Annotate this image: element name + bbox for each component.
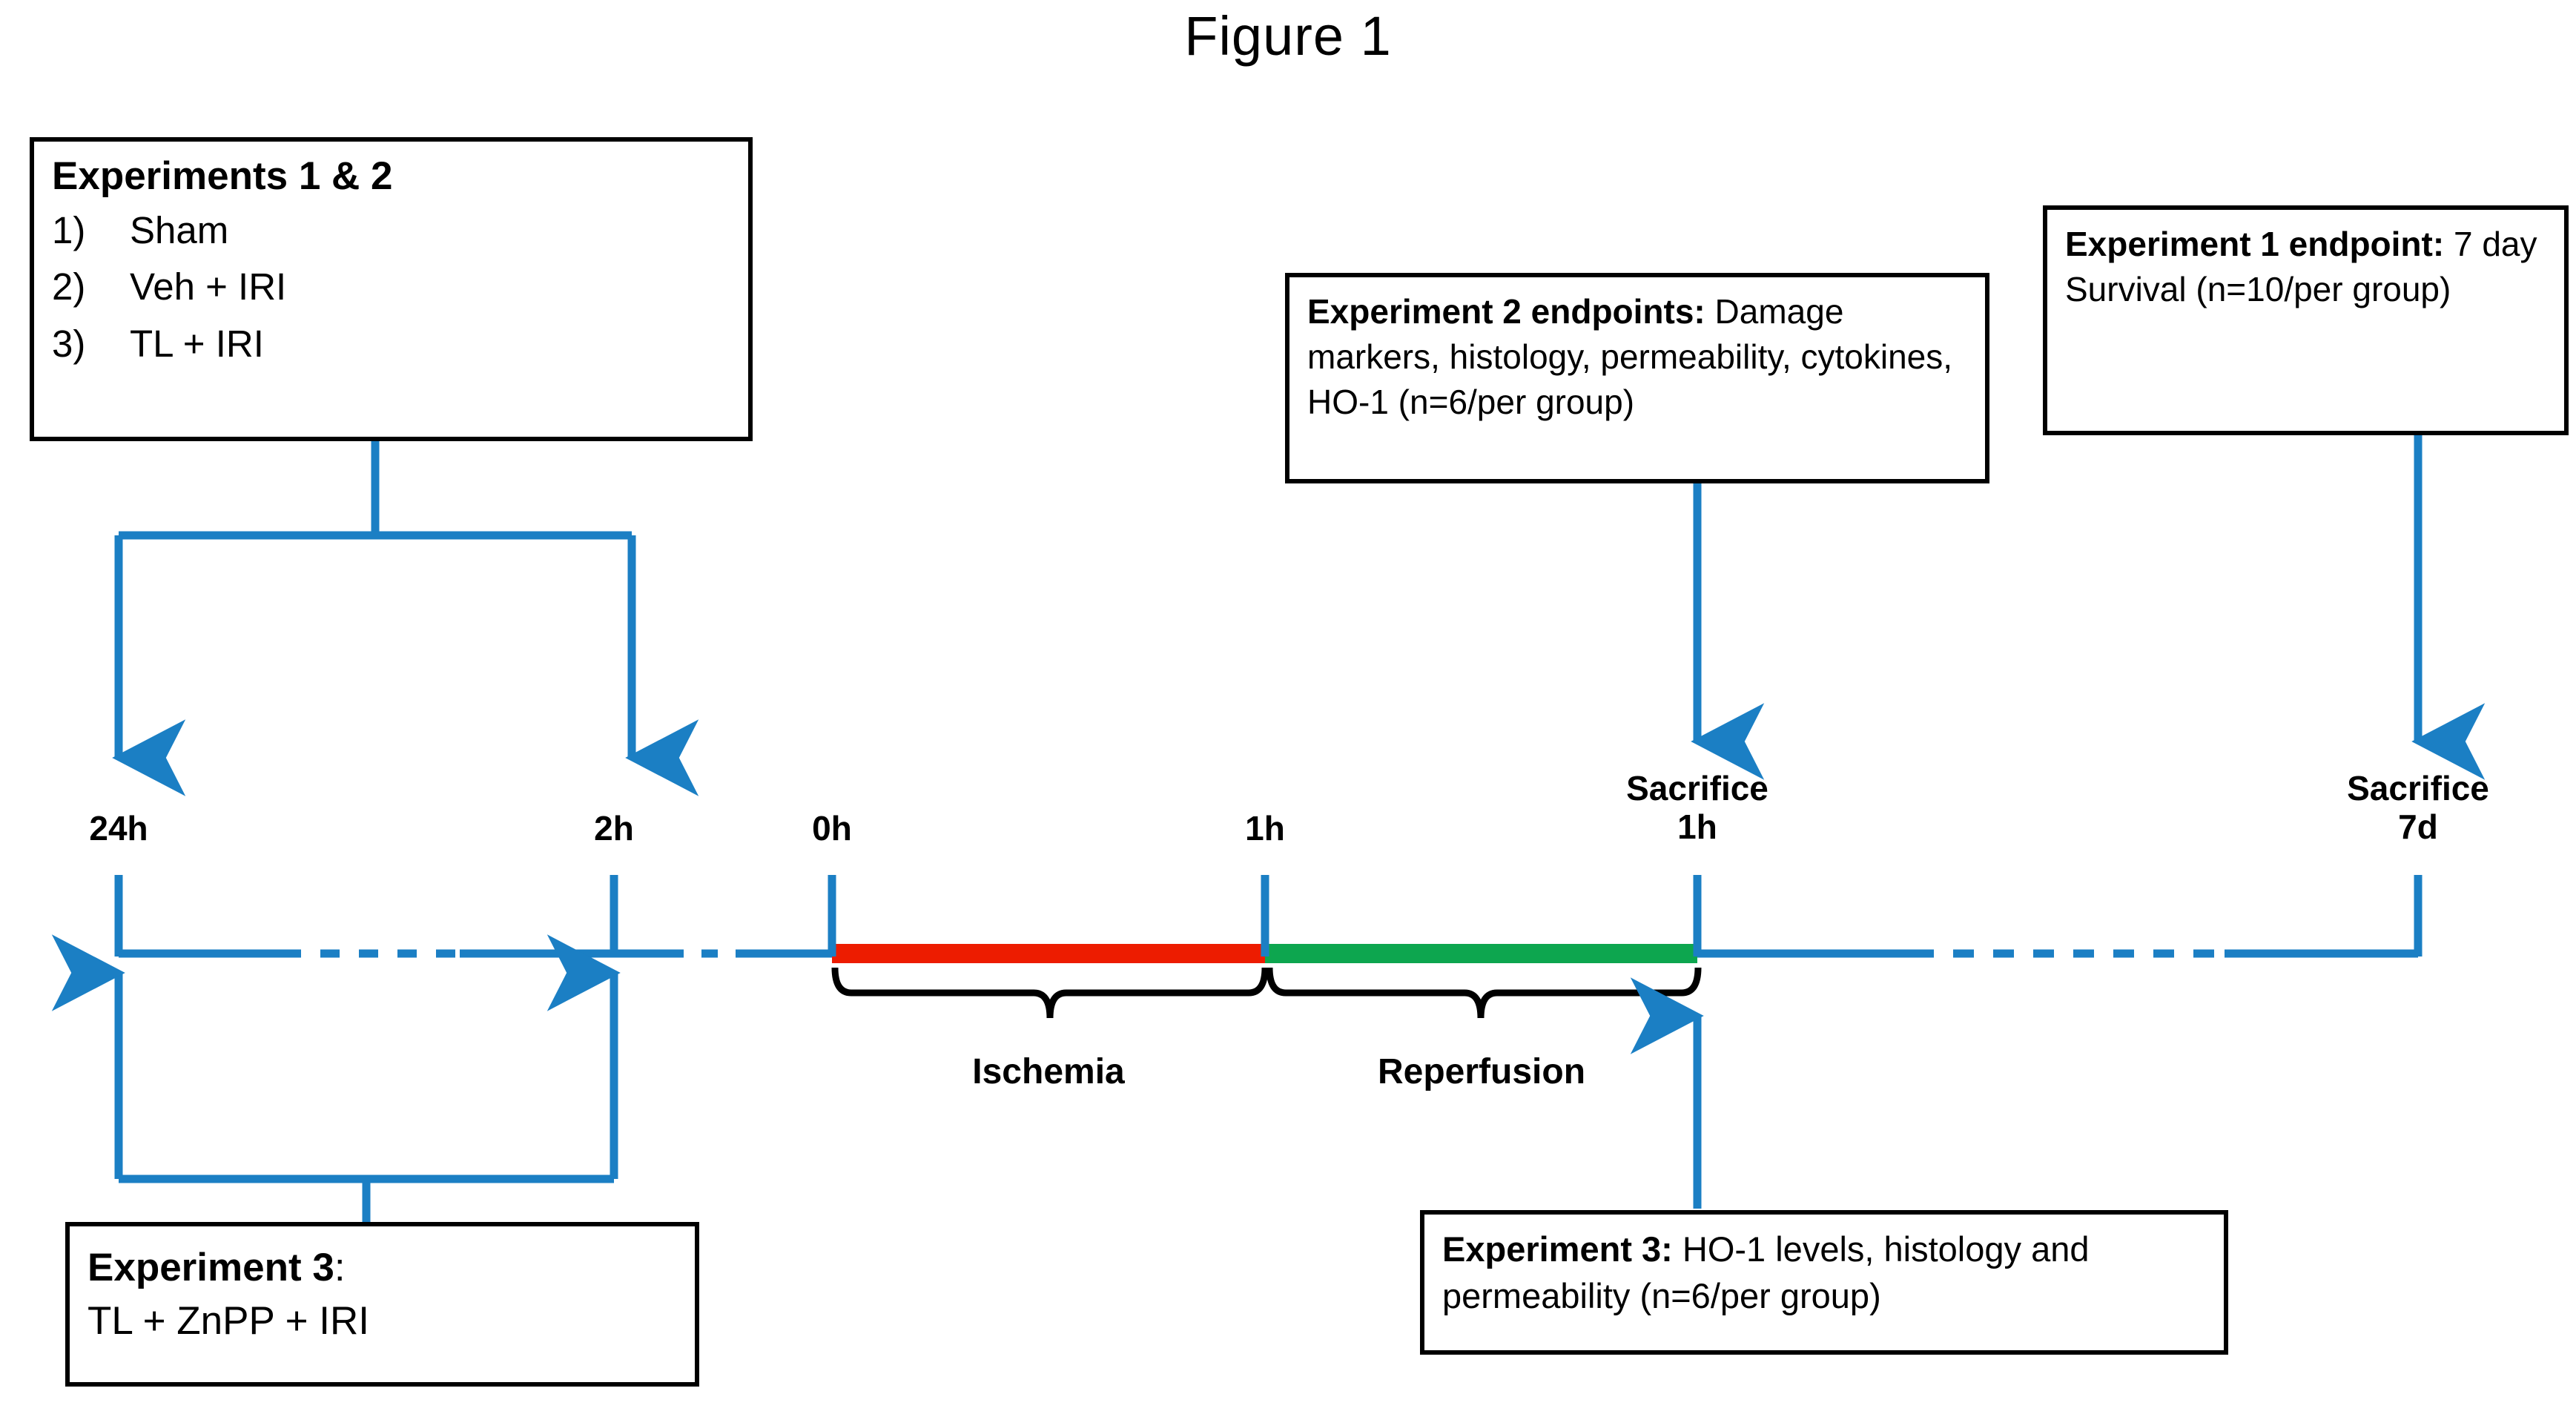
figure-title: Figure 1 bbox=[1184, 5, 1392, 67]
experiment-2-endpoints-box: Experiment 2 endpoints: Damage markers, … bbox=[1285, 273, 1989, 483]
experiment-1-endpoint-body: 7 day Survival (n=10/per group) bbox=[2065, 225, 2547, 309]
phase-label-reperfusion: Reperfusion bbox=[1377, 1052, 1586, 1091]
brace-reperfusion bbox=[1266, 967, 1702, 1019]
list-item-number: 3) bbox=[52, 322, 86, 365]
connector-exp3-left-to-timeline bbox=[51, 934, 621, 1223]
list-item-label: TL + IRI bbox=[130, 322, 264, 365]
list-item-label: Veh + IRI bbox=[130, 265, 287, 308]
experiment-3-mid-text: Experiment 3: HO-1 levels, histology and… bbox=[1442, 1226, 2207, 1319]
connector-exp12-to-timeline bbox=[112, 441, 699, 796]
experiment-3-left-body: : TL + ZnPP + IRI bbox=[87, 1246, 370, 1344]
phase-label-ischemia: Ischemia bbox=[972, 1052, 1125, 1091]
experiment-3-mid-lead: Experiment 3: bbox=[1442, 1229, 1673, 1269]
experiment-2-endpoints-text: Experiment 2 endpoints: Damage markers, … bbox=[1307, 289, 1969, 426]
experiment-3-left-lead: Experiment 3 bbox=[87, 1246, 334, 1289]
experiment-1-endpoint-lead: Experiment 1 endpoint: bbox=[2065, 225, 2445, 263]
experiments-1-2-box: Experiments 1 & 2 1) Sham 2) Veh + IRI 3… bbox=[30, 137, 753, 441]
list-item: 3) TL + IRI bbox=[52, 320, 732, 369]
timeline-tick-label-sacrifice-1h: Sacrifice 1h bbox=[1626, 769, 1768, 846]
list-item-number: 2) bbox=[52, 265, 86, 308]
timeline-axis bbox=[114, 875, 2423, 963]
experiment-1-endpoint-text: Experiment 1 endpoint: 7 day Survival (n… bbox=[2065, 222, 2548, 312]
experiment-1-endpoint-box: Experiment 1 endpoint: 7 day Survival (n… bbox=[2043, 205, 2569, 435]
experiments-1-2-title: Experiments 1 & 2 bbox=[52, 154, 393, 198]
list-item: 2) Veh + IRI bbox=[52, 262, 732, 311]
list-item-number: 1) bbox=[52, 209, 86, 251]
list-item: 1) Sham bbox=[52, 206, 732, 255]
list-item-label: Sham bbox=[130, 209, 229, 251]
timeline-tick-label-0h: 0h bbox=[812, 809, 852, 848]
experiment-2-endpoints-body: Damage markers, histology, permeability,… bbox=[1307, 292, 1962, 422]
timeline-tick-label-2h: 2h bbox=[594, 809, 634, 848]
experiment-3-left-box: Experiment 3: TL + ZnPP + IRI bbox=[65, 1222, 699, 1387]
experiment-3-left-text: Experiment 3: TL + ZnPP + IRI bbox=[87, 1241, 678, 1348]
experiment-3-mid-body: HO-1 levels, histology and permeability … bbox=[1442, 1229, 2099, 1315]
experiment-2-endpoints-lead: Experiment 2 endpoints: bbox=[1307, 292, 1705, 331]
brace-ischemia bbox=[831, 967, 1269, 1019]
timeline-tick-label-1h: 1h bbox=[1245, 809, 1285, 848]
timeline-tick-label-sacrifice-7d: Sacrifice 7d bbox=[2347, 769, 2489, 846]
timeline-tick-label-24h: 24h bbox=[89, 809, 148, 848]
experiment-3-mid-box: Experiment 3: HO-1 levels, histology and… bbox=[1420, 1210, 2228, 1355]
